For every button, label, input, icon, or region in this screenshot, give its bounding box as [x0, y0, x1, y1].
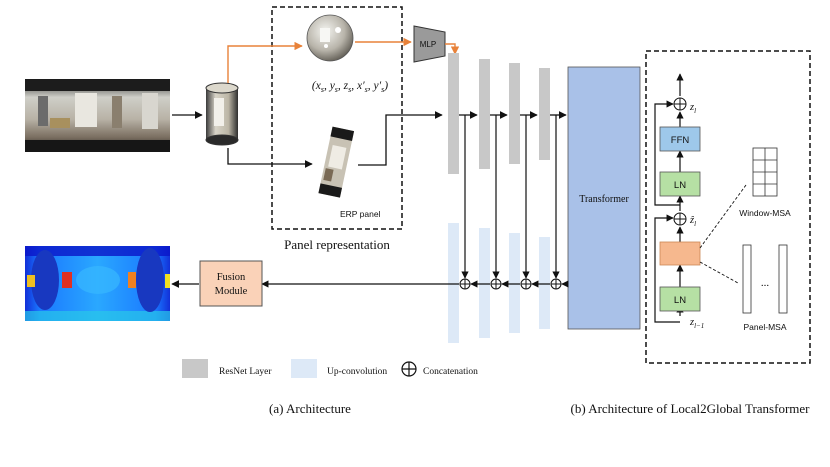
- z-mid-label: ẑl: [689, 215, 696, 228]
- add-node-1: [673, 212, 687, 226]
- panel-msa-label: Panel-MSA: [744, 322, 787, 332]
- legend: ResNet Layer Up-convolution Concatenatio…: [182, 359, 478, 378]
- transformer-block: [567, 66, 641, 330]
- msa-box: [659, 241, 701, 266]
- add-node-2: [673, 97, 687, 111]
- legend-concat-icon: [401, 361, 417, 377]
- mlp-block: [413, 25, 446, 63]
- caption-local2global: (b) Architecture of Local2Global Transfo…: [571, 401, 811, 416]
- arrow-erp-to-resnet: [358, 111, 443, 166]
- input-panorama-image: [25, 79, 170, 152]
- panel-msa-strips: [742, 244, 788, 314]
- window-msa-grid: [752, 147, 778, 197]
- concat-node-4: [550, 278, 562, 290]
- concat-node-2: [490, 278, 502, 290]
- erp-panel-image: [318, 126, 355, 198]
- output-depth-map: [25, 246, 170, 321]
- upconv-layer-2: [479, 228, 490, 338]
- legend-upconv-swatch: [291, 359, 317, 378]
- fusion-module: [199, 260, 263, 307]
- sphere-coordinates-label: (xs, ys, zs, x′s, y′s): [312, 80, 388, 94]
- ln-top-box: [659, 171, 701, 197]
- resnet-layer-1: [448, 53, 459, 174]
- erp-panel-label: ERP panel: [340, 209, 381, 219]
- upconv-layer-3: [509, 233, 520, 333]
- block-flow-lines: [654, 73, 684, 323]
- resnet-layer-4: [539, 68, 550, 160]
- resnet-encoder: [448, 53, 550, 174]
- orange-arrow-to-sphere: [227, 41, 303, 83]
- legend-upconv-label: Up-convolution: [327, 367, 387, 377]
- upconv-layer-4: [539, 237, 550, 329]
- fusion-label-line2: Module: [215, 286, 248, 297]
- concat-nodes: [459, 278, 562, 290]
- orange-arrow-mlp-to-resnet: [445, 43, 460, 55]
- concat-node-1: [459, 278, 471, 290]
- mlp-label: MLP: [420, 40, 436, 49]
- window-msa-label: Window-MSA: [739, 208, 791, 218]
- skip-connections: [461, 115, 560, 279]
- transformer-detail-box: [645, 50, 811, 364]
- panel-representation-box: [271, 6, 403, 230]
- legend-concat-label: Concatenation: [423, 367, 478, 377]
- z-in-label: zl−1: [689, 317, 704, 330]
- legend-resnet-swatch: [182, 359, 208, 378]
- z-out-label: zl: [689, 102, 696, 115]
- sphere-image: [306, 14, 354, 62]
- upconv-layer-1: [448, 223, 459, 343]
- ffn-box: [659, 126, 701, 152]
- caption-architecture: (a) Architecture: [269, 401, 351, 416]
- ln-top-label: LN: [674, 180, 686, 191]
- resnet-layer-2: [479, 59, 490, 169]
- concat-node-3: [520, 278, 532, 290]
- msa-leaders: [699, 184, 747, 284]
- legend-resnet-label: ResNet Layer: [219, 367, 272, 377]
- transformer-label: Transformer: [579, 194, 629, 205]
- upconv-decoder: [448, 223, 550, 343]
- resnet-layer-3: [509, 63, 520, 164]
- ffn-label: FFN: [671, 135, 690, 146]
- arrow-cylinder-to-erp: [227, 148, 313, 168]
- cylinder-projection-image: [205, 82, 239, 146]
- ln-bottom-label: LN: [674, 295, 686, 306]
- fusion-label-line1: Fusion: [217, 272, 246, 283]
- panel-representation-label: Panel representation: [284, 237, 390, 252]
- panel-msa-dots: ...: [761, 277, 770, 289]
- ln-bottom-box: [659, 286, 701, 312]
